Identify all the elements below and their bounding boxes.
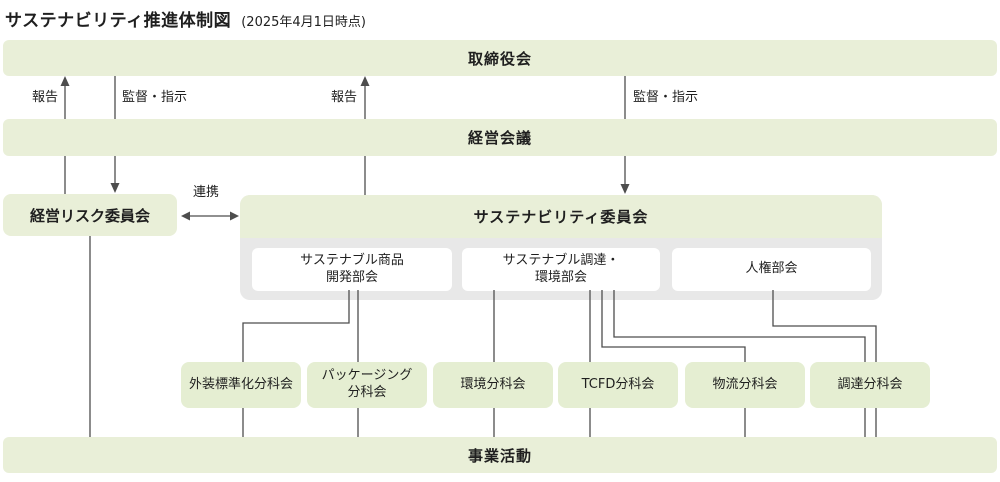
arrowhead-supervise-right-icon: [620, 184, 630, 194]
management-meeting-label: 経営会議: [467, 129, 532, 147]
arrowhead-supervise-left-icon: [110, 183, 120, 193]
working-group-packaging: パッケージング 分科会: [307, 362, 427, 408]
subcommittee-sustainable-procurement-environment: サステナブル調達・ 環境部会: [462, 248, 660, 291]
risk-committee-box: 経営リスク委員会: [3, 194, 177, 236]
supervise-label-left: 監督・指示: [122, 90, 188, 105]
board-of-directors-bar: 取締役会: [3, 40, 997, 76]
business-activities-label: 事業活動: [467, 446, 532, 465]
business-activities-bar: 事業活動: [3, 437, 997, 473]
connector-product-to-exterior: [242, 290, 350, 362]
diagram-title: サステナビリティ推進体制図 (2025年4月1日時点): [5, 6, 366, 31]
management-meeting-bar: 経営会議: [3, 119, 997, 156]
sustainability-committee-panel: サステナビリティ委員会 サステナブル商品 開発部会 サステナブル調達・ 環境部会…: [240, 195, 882, 300]
subcommittee-human-rights: 人権部会: [672, 248, 871, 291]
connector-procurement-to-procurement-wg: [613, 290, 866, 362]
arrowhead-cooperation-left-icon: [181, 211, 190, 221]
subcommittee-sustainable-product-development: サステナブル商品 開発部会: [252, 248, 452, 291]
risk-committee-label: 経営リスク委員会: [29, 206, 150, 225]
working-group-environment: 環境分科会: [433, 362, 553, 408]
connector-procurement-to-logistics: [601, 290, 746, 362]
arrowhead-report-center-icon: [360, 76, 370, 86]
arrowhead-cooperation-right-icon: [230, 211, 239, 221]
working-group-logistics: 物流分科会: [685, 362, 805, 408]
working-group-procurement: 調達分科会: [810, 362, 930, 408]
diagram-title-text: サステナビリティ推進体制図: [5, 11, 232, 31]
arrowhead-report-left-icon: [60, 76, 70, 86]
working-group-exterior-standardization: 外装標準化分科会: [181, 362, 301, 408]
connector-humanrights-to-procurement-wg: [772, 290, 877, 362]
cooperation-label: 連携: [192, 185, 219, 200]
diagram-date-note: (2025年4月1日時点): [241, 15, 367, 30]
working-group-tcfd: TCFD分科会: [558, 362, 678, 408]
sustainability-committee-header: サステナビリティ委員会: [240, 195, 882, 238]
sustainability-committee-label: サステナビリティ委員会: [473, 208, 649, 226]
report-label-center: 報告: [331, 90, 358, 105]
report-label-left: 報告: [32, 90, 59, 105]
supervise-label-right: 監督・指示: [633, 90, 699, 105]
board-of-directors-label: 取締役会: [467, 49, 532, 68]
